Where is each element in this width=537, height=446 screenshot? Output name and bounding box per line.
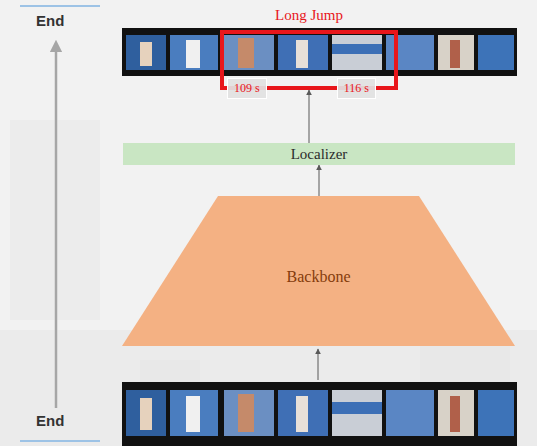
end-rule [20,440,100,442]
module-name: Backbone [287,268,351,286]
input-arrow [318,349,319,380]
video-frame [332,44,382,54]
video-frame [224,390,274,436]
video-frame [450,396,460,432]
video-frame [386,390,434,436]
trapezoid-fill [122,196,515,346]
video-frame [438,390,474,436]
video-frame [332,390,382,436]
video-frame [170,35,218,70]
video-frame [296,396,308,432]
output-filmstrip [122,28,517,76]
video-frame [140,398,152,430]
video-frame [278,35,328,70]
video-frame [478,390,514,436]
watermark-building [0,330,537,446]
end-marker: End [36,412,64,429]
flow-arrow [309,90,310,143]
timeline-arrow [55,46,58,408]
video-frame [332,402,382,414]
video-frame [332,35,382,70]
video-frame [438,35,474,70]
video-frame [278,390,328,436]
filmstrip [122,28,517,76]
time-stamp: 116 s [337,78,376,99]
localizer-box: Localizer [123,143,515,165]
input-filmstrip [122,382,517,446]
video-frame [238,394,254,432]
video-frame [186,40,200,68]
class-label: Long Jump [275,7,343,24]
end-marker: End [36,12,64,29]
filmstrip [122,382,517,446]
video-frame [238,38,254,68]
video-frame [478,35,514,70]
module-name: Localizer [291,146,348,163]
video-frame [140,42,152,66]
video-frame [126,390,166,436]
backbone-trapezoid: Backbone [122,196,515,346]
end-rule [20,5,100,7]
highlight-box: Long Jump109 s116 s [220,30,398,90]
video-frame [296,40,308,68]
video-frame [126,35,166,70]
flow-arrow [319,165,320,196]
video-frame [386,35,434,70]
video-frame [186,396,200,432]
video-frame [170,390,218,436]
video-frame [450,40,460,68]
video-frame [224,35,274,70]
time-stamp: 109 s [227,78,267,99]
